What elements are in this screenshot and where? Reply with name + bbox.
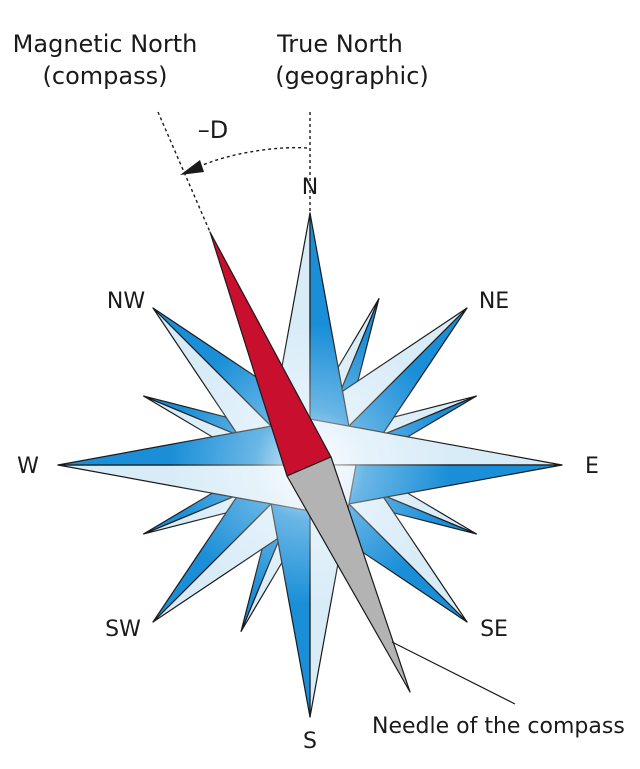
declination-label: –D bbox=[198, 116, 228, 144]
true-north-label: True North bbox=[276, 30, 403, 58]
magnetic-north-label: Magnetic North bbox=[13, 30, 198, 58]
needle-south-half bbox=[286, 456, 411, 693]
declination-arc bbox=[195, 146, 308, 169]
direction-e-label: E bbox=[585, 454, 599, 479]
direction-s-label: S bbox=[303, 729, 317, 754]
declination-arrowhead bbox=[180, 160, 204, 175]
needle-caption: Needle of the compass bbox=[372, 714, 625, 739]
direction-w-label: W bbox=[17, 454, 39, 479]
direction-se-label: SE bbox=[480, 617, 508, 642]
direction-ne-label: NE bbox=[479, 289, 509, 314]
direction-nw-label: NW bbox=[107, 289, 145, 314]
magnetic-north-sublabel: (compass) bbox=[43, 62, 168, 90]
needle-leader-line bbox=[391, 641, 516, 705]
direction-n-label: N bbox=[302, 175, 318, 200]
magnetic-north-line bbox=[157, 111, 211, 233]
direction-sw-label: SW bbox=[105, 617, 141, 642]
true-north-sublabel: (geographic) bbox=[275, 62, 429, 90]
